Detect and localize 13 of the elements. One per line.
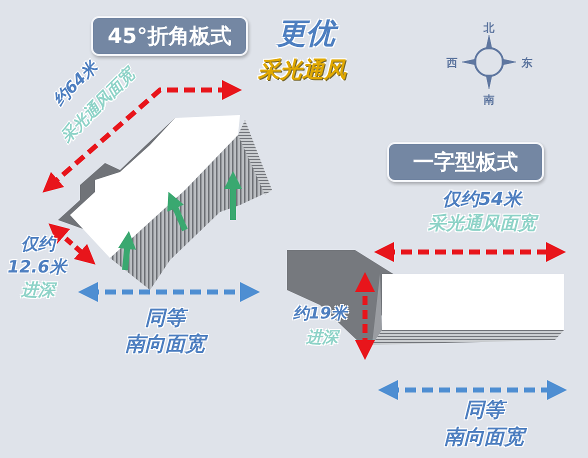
direction-label: 东 <box>522 56 532 70</box>
dimension-label: 仅约54米 <box>442 188 522 211</box>
dimension-label: 仅约 <box>21 234 55 256</box>
title-badge: 一字型板式 <box>387 142 544 182</box>
dimension-label: 进深 <box>21 278 55 302</box>
dimension-label: 约19米 <box>292 304 348 324</box>
title-badge: 45°折角板式 <box>91 16 248 56</box>
direction-label: 南 <box>484 92 494 108</box>
direction-label: 西 <box>446 56 458 70</box>
direction-label: 北 <box>484 20 494 36</box>
heading-text: 采光通风 <box>258 57 346 85</box>
dimension-label: 12.6米 <box>8 256 66 278</box>
dimension-label: 进深 <box>306 328 338 348</box>
